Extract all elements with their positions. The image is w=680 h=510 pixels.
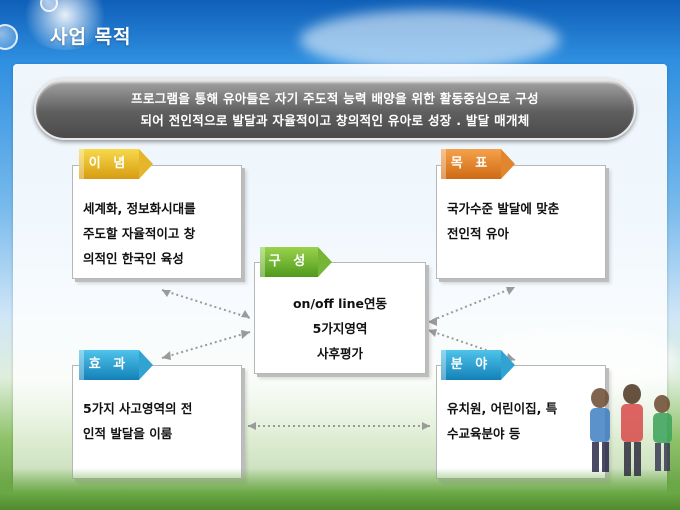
goal-box: 국가수준 발달에 맞춘 전인적 유아 xyxy=(436,165,606,279)
arrowhead xyxy=(248,422,256,430)
arrowhead xyxy=(422,422,430,430)
arrowhead xyxy=(506,287,515,295)
composition-line: 사후평가 xyxy=(316,346,363,361)
connector-philosophy-composition xyxy=(161,289,251,319)
composition-line: on/off line연동 xyxy=(292,296,388,311)
connector-composition-goal xyxy=(427,286,516,323)
field-line: 수교육분야 등 xyxy=(447,426,521,441)
cloud xyxy=(300,10,560,70)
goal-tag: 목 표 xyxy=(441,149,515,179)
arrowhead xyxy=(162,351,171,360)
banner-line-2: 되어 전인적으로 발달과 자율적이고 창의적인 유아로 성장 . 발달 매개체 xyxy=(140,113,530,128)
purpose-banner: 프로그램을 통해 유아들은 자기 주도적 능력 배양을 위한 활동중심으로 구성… xyxy=(34,78,636,140)
effect-tag: 효 과 xyxy=(79,350,153,380)
composition-box: on/off line연동 5가지영역 사후평가 xyxy=(254,262,426,374)
field-tag: 분 야 xyxy=(441,350,515,380)
philosophy-line: 세계화, 정보화시대를 xyxy=(83,201,196,216)
composition-line: 5가지영역 xyxy=(312,321,368,336)
philosophy-line: 의적인 한국인 육성 xyxy=(83,251,184,266)
arrowhead xyxy=(428,317,437,326)
philosophy-box: 세계화, 정보화시대를 주도할 자율적이고 창 의적인 한국인 육성 xyxy=(72,165,242,279)
field-box: 유치원, 어린이집, 특 수교육분야 등 xyxy=(436,365,606,479)
connector-effect-composition xyxy=(161,331,251,359)
grass-decoration xyxy=(0,468,680,510)
field-line: 유치원, 어린이집, 특 xyxy=(447,401,558,416)
arrowhead xyxy=(162,290,171,297)
effect-line: 인적 발달을 이룸 xyxy=(83,426,173,441)
banner-line-1: 프로그램을 통해 유아들은 자기 주도적 능력 배양을 위한 활동중심으로 구성 xyxy=(131,91,539,106)
arrowhead xyxy=(428,329,437,337)
composition-tag: 구 성 xyxy=(260,247,332,277)
philosophy-tag: 이 념 xyxy=(79,149,153,179)
goal-line: 국가수준 발달에 맞춘 xyxy=(447,201,560,216)
bubble-decoration xyxy=(40,0,58,12)
goal-line: 전인적 유아 xyxy=(447,226,509,241)
arrowhead xyxy=(241,330,250,339)
children-illustration xyxy=(590,384,672,476)
effect-line: 5가지 사고영역의 전 xyxy=(83,401,193,416)
arrowhead xyxy=(241,310,250,318)
bubble-decoration xyxy=(0,24,18,50)
effect-box: 5가지 사고영역의 전 인적 발달을 이룸 xyxy=(72,365,242,479)
page-title: 사업 목적 xyxy=(50,26,132,48)
philosophy-line: 주도할 자율적이고 창 xyxy=(83,226,196,241)
